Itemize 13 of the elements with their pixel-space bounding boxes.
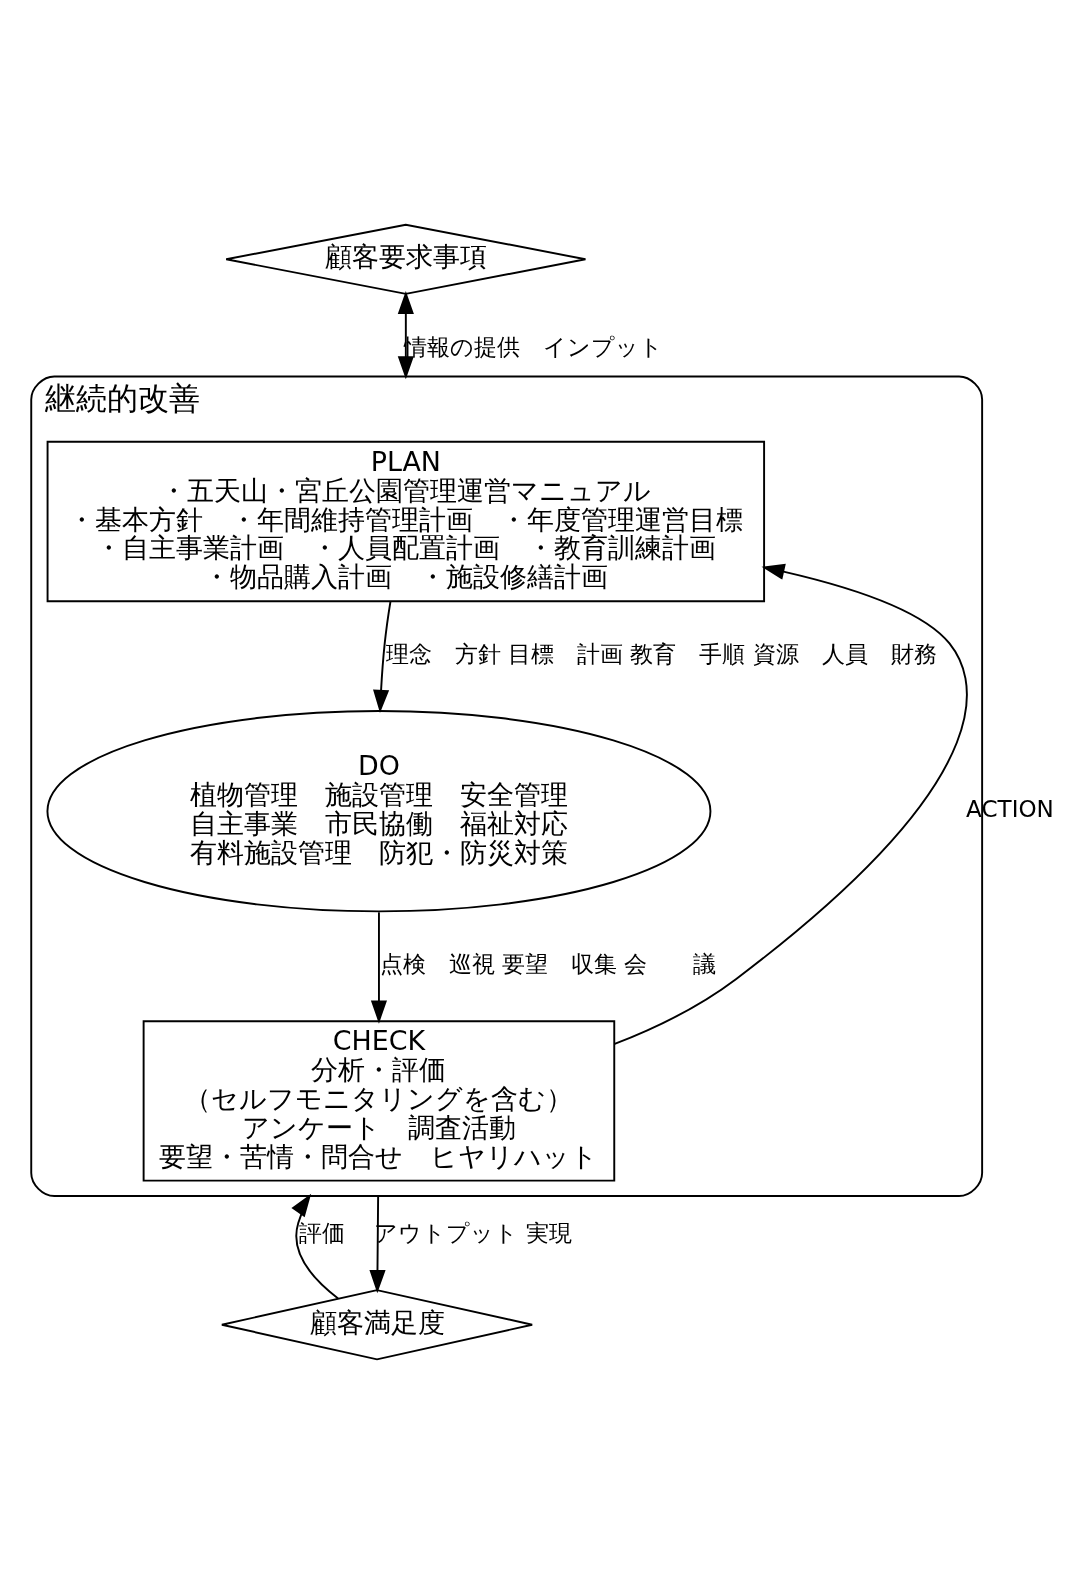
arrow: [291, 1193, 340, 1300]
arrow: [373, 600, 392, 713]
arrow: [613, 563, 968, 1045]
node-box: PLAN ・五天山・宮丘公園管理運営マニュアル ・基本方針 ・年間維持管理計画 ・年度管理運営目標 ・自主事業計画 ・人員配置計画 ・教育訓練計画 ・物品購入計画 ・施設修繕計画: [46, 440, 766, 603]
node-box: CHECK 分析・評価 （セルフモニタリングを含む） アンケート 調査活動 要望・苦情・問合せ ヒヤリハット: [142, 1020, 616, 1182]
node-ellipse: DO 植物管理 施設管理 安全管理 自主事業 市民協働 福祉対応 有料施設管理 防犯・防災対策: [46, 710, 712, 913]
edge-label: 評価: [299, 1220, 346, 1247]
arrow: [397, 291, 414, 380]
node-diamond: 顧客満足度: [220, 1289, 534, 1361]
edge-label: 理念 方針 目標 計画 教育 手順 資源 人員 財務: [385, 640, 937, 667]
node-diamond: 顧客要求事項: [225, 223, 587, 295]
arrow: [370, 911, 387, 1024]
edge-label: 点検 巡視 要望 収集 会 議: [379, 951, 717, 978]
